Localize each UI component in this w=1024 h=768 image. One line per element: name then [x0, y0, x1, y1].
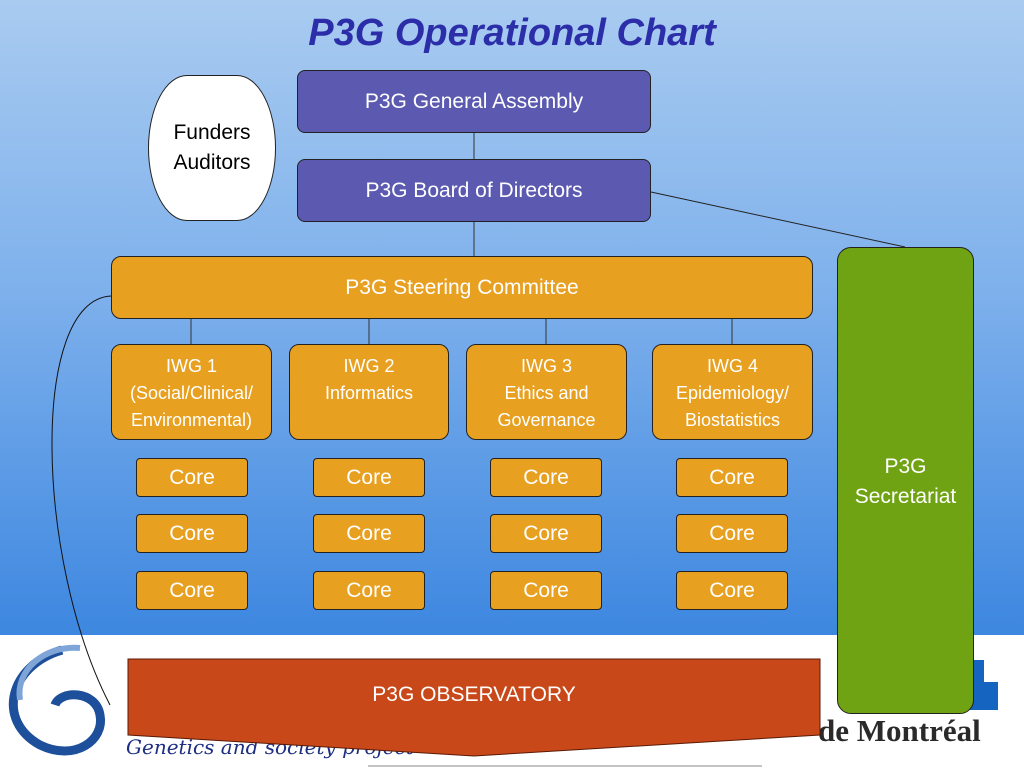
iwg-4-core-2: Core [676, 514, 788, 553]
iwg-2-core-3: Core [313, 571, 425, 610]
iwg-1-box: IWG 1 (Social/Clinical/ Environmental) [111, 344, 272, 440]
iwg-1-core-2: Core [136, 514, 248, 553]
universite-de-montreal-text: de Montréal [818, 713, 981, 748]
iwg-4-core-1: Core [676, 458, 788, 497]
iwg-1-core-3: Core [136, 571, 248, 610]
iwg-3-core-3: Core [490, 571, 602, 610]
board-of-directors-box: P3G Board of Directors [297, 159, 651, 222]
iwg-2-core-2: Core [313, 514, 425, 553]
funders-auditors-box: Funders Auditors [148, 75, 276, 221]
genetics-society-logo-text: Genetics and society project [126, 735, 414, 759]
steering-committee-box: P3G Steering Committee [111, 256, 813, 319]
iwg-3-box: IWG 3 Ethics and Governance [466, 344, 627, 440]
general-assembly-box: P3G General Assembly [297, 70, 651, 133]
iwg-3-core-2: Core [490, 514, 602, 553]
iwg-4-core-3: Core [676, 571, 788, 610]
secretariat-box: P3G Secretariat [837, 247, 974, 714]
iwg-2-core-1: Core [313, 458, 425, 497]
iwg-2-box: IWG 2 Informatics [289, 344, 449, 440]
page-title: P3G Operational Chart [308, 12, 716, 54]
iwg-3-core-1: Core [490, 458, 602, 497]
iwg-1-core-1: Core [136, 458, 248, 497]
iwg-4-box: IWG 4 Epidemiology/ Biostatistics [652, 344, 813, 440]
observatory-label: P3G OBSERVATORY [372, 683, 576, 706]
